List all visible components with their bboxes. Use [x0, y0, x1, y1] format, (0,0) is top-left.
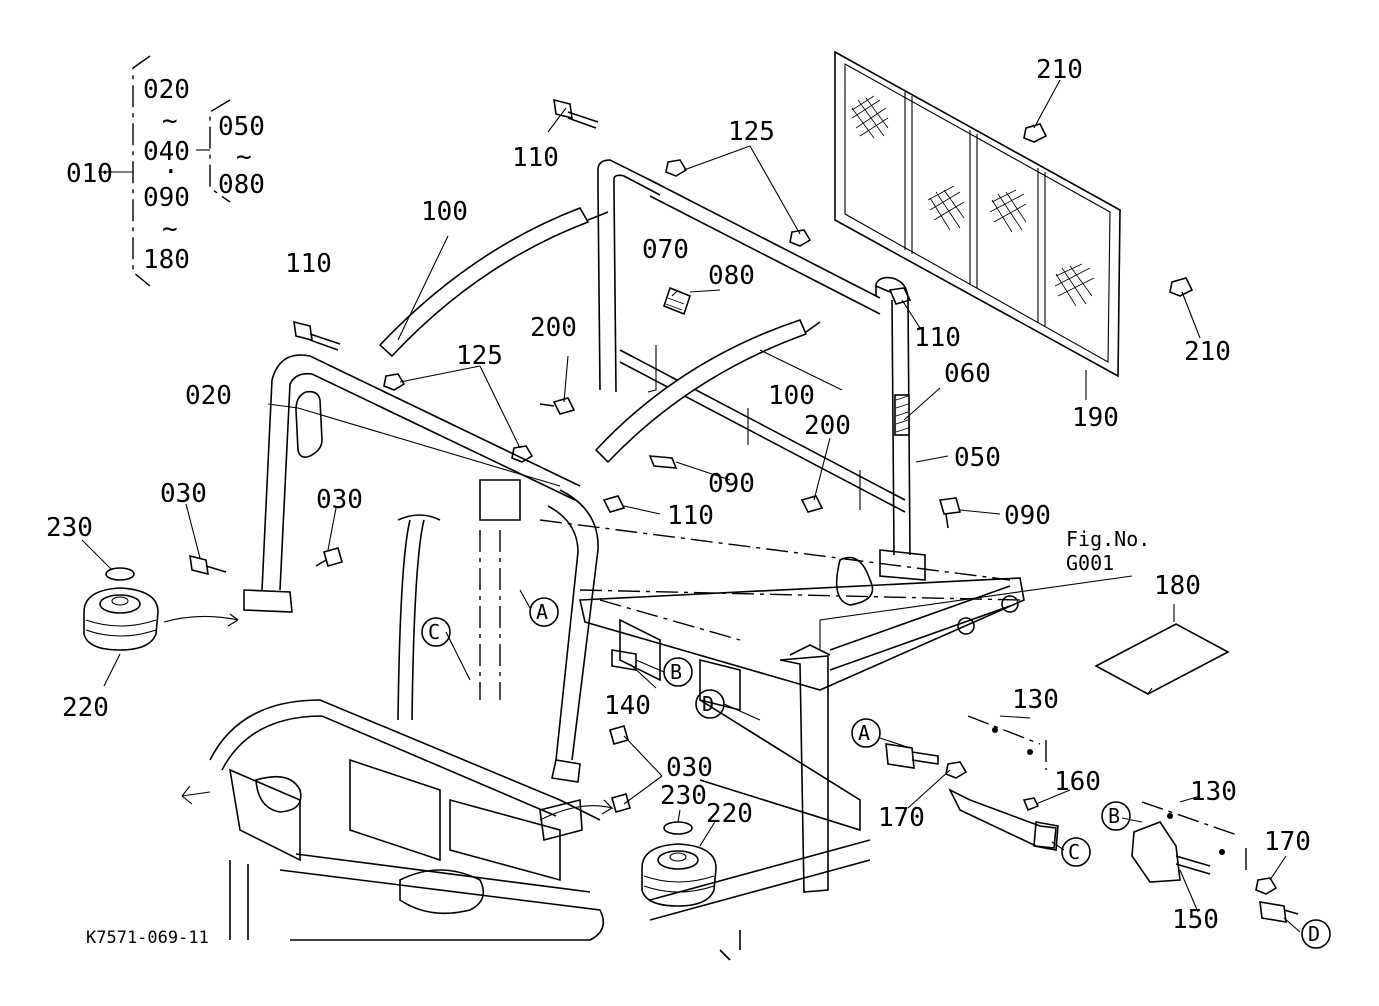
label-030-left2: 030: [316, 485, 363, 515]
callouts: A A B B C C D D: [421, 597, 1331, 949]
label-110-mid: 110: [667, 501, 714, 531]
ref-fig-id: G001: [1066, 551, 1114, 575]
front-frame: [181, 699, 614, 941]
callout-b-frame: [663, 657, 693, 687]
callout-d-detail-label: D: [1308, 922, 1320, 946]
callout-a-frame-label: A: [536, 600, 548, 624]
label-100-right: 100: [768, 381, 815, 411]
label-060: 060: [944, 359, 991, 389]
legend-b-2: 080: [218, 170, 265, 200]
callout-c-detail: [1061, 837, 1091, 867]
boots: [83, 567, 717, 907]
chassis: [479, 479, 1025, 961]
label-125-mid: 125: [456, 341, 503, 371]
callout-b-detail: [1101, 801, 1131, 831]
label-125-top: 125: [728, 117, 775, 147]
label-220-bottom: 220: [706, 799, 753, 829]
legend-a-3: ·: [163, 157, 179, 187]
label-090-mid: 090: [708, 469, 755, 499]
label-170-b: 170: [1264, 827, 1311, 857]
label-100-left: 100: [421, 197, 468, 227]
label-080: 080: [708, 261, 755, 291]
side-tubes: [378, 207, 821, 464]
decal-180: [1094, 623, 1230, 695]
label-200-right: 200: [804, 411, 851, 441]
legend: 010 020 ~ 040 · 090 ~ 180 050 ~ 080: [66, 55, 265, 287]
ref-fig-no: Fig.No.: [1066, 527, 1150, 551]
part-labels: 110 110 110 110 125 125 100 100 070 080 …: [46, 55, 1311, 935]
legend-a-1: ~: [162, 106, 178, 136]
label-110-left: 110: [285, 249, 332, 279]
label-170-a: 170: [878, 803, 925, 833]
legend-a-6: 180: [143, 245, 190, 275]
label-150: 150: [1172, 905, 1219, 935]
label-200-left: 200: [530, 313, 577, 343]
front-rops: [243, 354, 599, 783]
label-020: 020: [185, 381, 232, 411]
reference: Fig.No. G001 K7571-069-11: [86, 527, 1150, 948]
diagram-id: K7571-069-11: [86, 928, 209, 948]
label-130-b: 130: [1190, 777, 1237, 807]
callout-c-frame: [421, 617, 451, 647]
callout-a-detail: [851, 718, 881, 748]
label-220-left: 220: [62, 693, 109, 723]
callout-a-detail-label: A: [858, 721, 870, 745]
label-030-left1: 030: [160, 479, 207, 509]
legend-bracket-main: [132, 55, 151, 287]
label-190: 190: [1072, 403, 1119, 433]
legend-b-1: ~: [236, 142, 252, 172]
legend-bracket-sub: [209, 99, 231, 203]
label-210-top: 210: [1036, 55, 1083, 85]
legend-a-5: ~: [162, 214, 178, 244]
label-030-bottom: 030: [666, 753, 713, 783]
detail-parts: [885, 715, 1299, 923]
callout-c-detail-label: C: [1068, 840, 1080, 864]
legend-b-0: 050: [218, 112, 265, 142]
label-180: 180: [1154, 571, 1201, 601]
callout-c-frame-label: C: [428, 620, 440, 644]
label-110-right: 110: [914, 323, 961, 353]
label-140: 140: [604, 691, 651, 721]
label-130-a: 130: [1012, 685, 1059, 715]
legend-parent: 010: [66, 159, 113, 189]
callout-d-frame: [695, 689, 725, 719]
label-230-left: 230: [46, 513, 93, 543]
label-090-right: 090: [1004, 501, 1051, 531]
callout-b-frame-label: B: [670, 660, 682, 684]
label-230-bottom: 230: [660, 781, 707, 811]
legend-a-0: 020: [143, 75, 190, 105]
rear-screen: [834, 50, 1121, 378]
label-050: 050: [954, 443, 1001, 473]
label-070: 070: [642, 235, 689, 265]
label-110-top: 110: [512, 143, 559, 173]
callout-d-frame-label: D: [702, 692, 714, 716]
callout-a-frame: [529, 597, 559, 627]
legend-a-2: 040: [143, 137, 190, 167]
callout-b-detail-label: B: [1108, 804, 1120, 828]
rear-rops: [597, 159, 926, 581]
label-210-right: 210: [1184, 337, 1231, 367]
leader-lines: [81, 79, 1301, 933]
legend-a-4: 090: [143, 183, 190, 213]
label-160: 160: [1054, 767, 1101, 797]
callout-d-detail: [1301, 919, 1331, 949]
